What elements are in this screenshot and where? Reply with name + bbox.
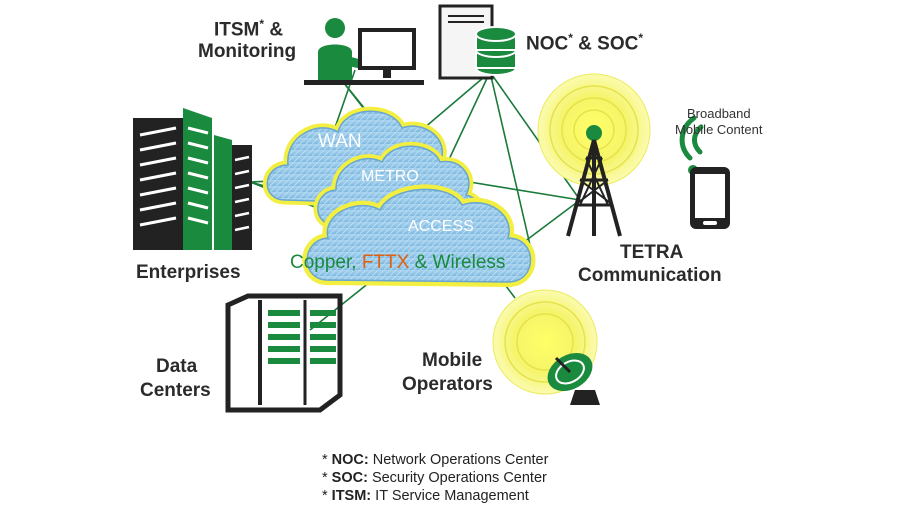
- tetra-tower-icon: [537, 73, 651, 237]
- monitoring-person-icon: [304, 18, 424, 85]
- mobile-operators-label-line2: Operators: [402, 374, 493, 395]
- monitoring-label: Monitoring: [198, 41, 297, 62]
- legend-item: * NOC: Network Operations Center: [322, 452, 549, 468]
- tech-copper: Copper,: [290, 252, 362, 273]
- mobile-phone-icon: [679, 115, 730, 229]
- enterprises-label: Enterprises: [136, 262, 241, 283]
- cloud-access-label: ACCESS: [408, 218, 474, 235]
- cloud-metro-label: METRO: [361, 168, 419, 185]
- data-centers-label-line1: Data: [156, 356, 198, 377]
- mobile-operators-label-line1: Mobile: [422, 350, 483, 371]
- cloud-wan-label: WAN: [318, 131, 362, 152]
- noc-soc-label: NOC* & SOC*: [526, 31, 644, 55]
- tetra-label-line1: TETRA: [620, 242, 684, 263]
- link-noc-access: [489, 71, 531, 246]
- server-database-icon: [438, 4, 517, 80]
- legend-item: * SOC: Security Operations Center: [322, 470, 547, 486]
- link-noc-tetra: [489, 71, 581, 201]
- tech-fttx: FTTX: [361, 252, 410, 273]
- broadband-label-line2: Mobile Content: [675, 122, 763, 137]
- itsm-label: ITSM* &: [214, 17, 284, 41]
- data-center-icon: [225, 293, 343, 413]
- broadband-label-line1: Broadband: [687, 106, 751, 121]
- enterprise-buildings-icon: [133, 108, 252, 250]
- link-access-tetra: [519, 199, 581, 246]
- legend-item: * ITSM: IT Service Management: [322, 488, 529, 504]
- data-centers-label-line2: Centers: [140, 380, 211, 401]
- cloud-access: [302, 184, 536, 287]
- technology-label: Copper, FTTX & Wireless: [290, 252, 505, 274]
- tech-wireless: & Wireless: [409, 252, 506, 273]
- tetra-label-line2: Communication: [578, 265, 722, 286]
- legend: * NOC: Network Operations Center * SOC: …: [322, 451, 548, 505]
- cloud-group: [262, 106, 536, 287]
- satellite-dish-icon: [492, 289, 600, 405]
